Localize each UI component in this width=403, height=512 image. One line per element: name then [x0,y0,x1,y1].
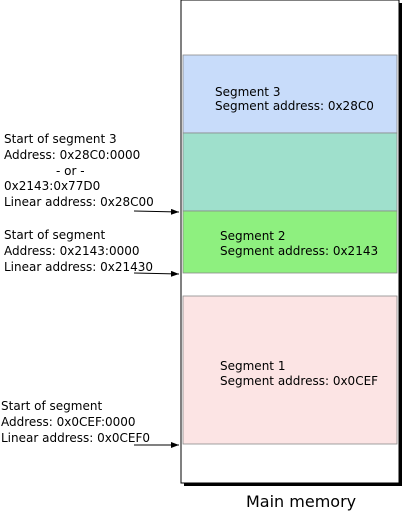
seg2-address: Address: 0x2143:0000 [4,244,140,258]
segment-2-block [182,210,398,274]
seg3-address: Address: 0x28C0:0000 [4,148,140,162]
segment-1-block [182,295,398,445]
seg3-start-label: Start of segment 3 [4,132,117,146]
segment-1-address: Segment address: 0x0CEF [220,374,378,388]
seg3-or: - or - [56,164,85,178]
segment-3-address: Segment address: 0x28C0 [215,99,374,113]
seg3-arrow [133,208,180,215]
seg1-address: Address: 0x0CEF:0000 [1,415,136,429]
seg2-linear-address: Linear address: 0x21430 [4,260,153,274]
segment-1-title: Segment 1 [220,359,285,373]
seg3-alt-address: 0x2143:0x77D0 [4,179,100,193]
seg2-arrow [133,270,180,277]
seg2-start-label: Start of segment [4,228,105,242]
segment-2-address: Segment address: 0x2143 [220,244,378,258]
segment-overlap-block [182,132,398,212]
segment-3-title: Segment 3 [215,85,280,99]
seg1-linear-address: Linear address: 0x0CEF0 [1,431,150,445]
main-memory-caption: Main memory [246,492,356,511]
seg1-start-label: Start of segment [1,399,102,413]
segment-2-title: Segment 2 [220,229,285,243]
seg3-linear-address: Linear address: 0x28C00 [4,195,154,209]
